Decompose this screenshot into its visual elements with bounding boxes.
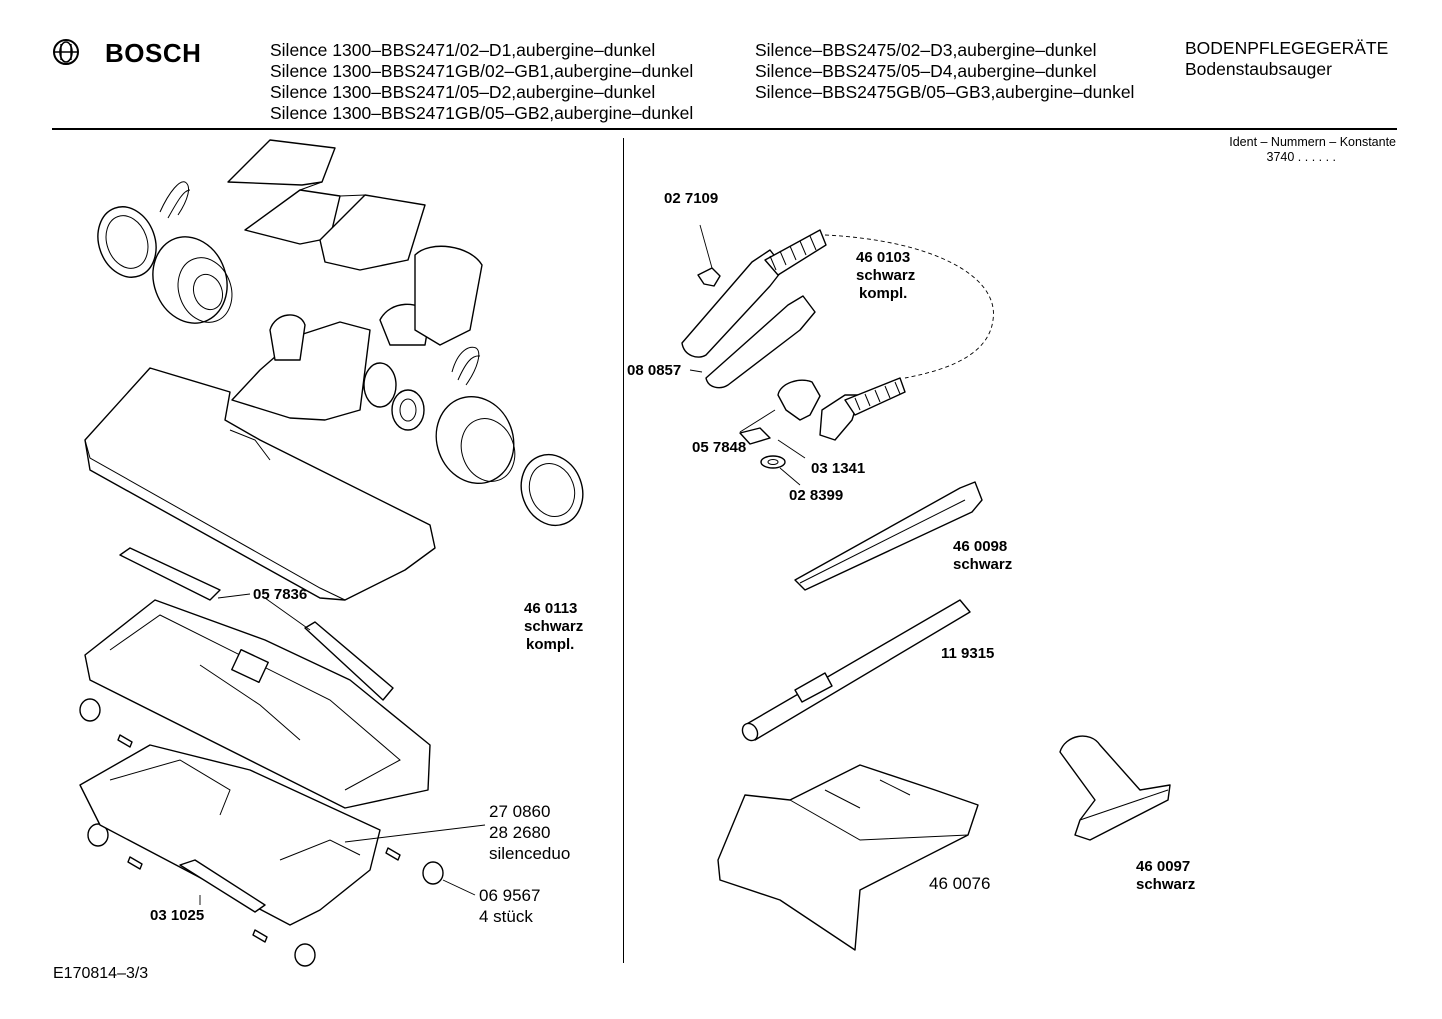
part-color-460098: schwarz xyxy=(953,556,1012,573)
part-number-460098: 46 0098 xyxy=(953,538,1007,555)
part-number-027109: 02 7109 xyxy=(664,190,718,207)
part-number-460076: 46 0076 xyxy=(929,874,990,893)
model-line: Silence–BBS2475GB/05–GB3,aubergine–dunke… xyxy=(755,82,1135,102)
part-number-460103: 46 0103 xyxy=(856,249,910,266)
bottom-plate-part xyxy=(79,744,381,926)
model-line: Silence 1300–BBS2471/02–D1,aubergine–dun… xyxy=(270,40,656,60)
part-number-031341: 03 1341 xyxy=(811,460,865,477)
header-rule xyxy=(52,128,1397,130)
model-line: Silence 1300–BBS2471/05–D2,aubergine–dun… xyxy=(270,82,656,102)
accessory-holder-part xyxy=(717,764,979,951)
model-line: Silence 1300–BBS2471GB/05–GB2,aubergine–… xyxy=(270,103,694,123)
category-subtitle: Bodenstaubsauger xyxy=(1185,59,1332,79)
part-quantity-069567: 4 stück xyxy=(479,907,533,926)
part-number-057836: 05 7836 xyxy=(253,586,307,603)
part-number-028399: 02 8399 xyxy=(789,487,843,504)
part-number-031025: 03 1025 xyxy=(150,907,204,924)
brand-name: BOSCH xyxy=(105,38,202,68)
part-number-057848: 05 7848 xyxy=(692,439,746,456)
model-line: Silence–BBS2475/02–D3,aubergine–dunkel xyxy=(755,40,1097,60)
part-color-460097: schwarz xyxy=(1136,876,1195,893)
clip-part xyxy=(159,181,481,386)
upholstery-tool-part xyxy=(1059,735,1171,841)
part-number-460097: 46 0097 xyxy=(1136,858,1190,875)
model-list-left: Silence 1300–BBS2471/02–D1,aubergine–dun… xyxy=(270,40,693,124)
ident-block: Ident – Nummern – Konstante 3740 . . . .… xyxy=(1100,135,1396,165)
nozzle-cover-part xyxy=(84,367,436,601)
drawing-code: E170814–3/3 xyxy=(53,965,149,982)
seal-strip-part xyxy=(119,547,394,701)
hose-clip-part xyxy=(697,267,721,287)
roller-part xyxy=(79,698,444,967)
part-number-270860: 27 0860 xyxy=(489,802,550,821)
part-number-080857: 08 0857 xyxy=(627,362,681,379)
wheel-ring-part xyxy=(97,206,233,324)
base-plate-part xyxy=(84,599,431,809)
part-number-460113: 46 0113 xyxy=(524,600,577,617)
ident-label: Ident – Nummern – Konstante xyxy=(1229,135,1396,149)
part-number-119315: 11 9315 xyxy=(941,645,994,662)
wheel-ring-part xyxy=(435,395,584,527)
part-number-282680: 28 2680 xyxy=(489,823,550,842)
part-note-460113: kompl. xyxy=(526,636,574,653)
category-block: BODENPFLEGEGERÄTE Bodenstaubsauger xyxy=(1185,38,1388,80)
part-color-460113: schwarz xyxy=(524,618,583,635)
part-color-460103: schwarz xyxy=(856,267,915,284)
model-list-right: Silence–BBS2475/02–D3,aubergine–dunkel S… xyxy=(755,40,1134,103)
extension-tube-part xyxy=(741,599,971,742)
model-line: Silence–BBS2475/05–D4,aubergine–dunkel xyxy=(755,61,1097,81)
swivel-ring-part xyxy=(739,427,786,469)
category-title: BODENPFLEGEGERÄTE xyxy=(1185,38,1389,58)
part-note-460103: kompl. xyxy=(859,285,907,302)
nozzle-flap-part xyxy=(227,139,426,271)
bosch-armature-logo-icon xyxy=(53,39,79,65)
hose-handle-part xyxy=(681,229,827,389)
part-variant-silenceduo: silenceduo xyxy=(489,844,570,863)
crevice-tool-part xyxy=(794,481,983,591)
model-line: Silence 1300–BBS2471GB/02–GB1,aubergine–… xyxy=(270,61,694,81)
panel-divider xyxy=(623,138,624,963)
part-number-069567: 06 9567 xyxy=(479,886,540,905)
hose-elbow-part xyxy=(777,377,906,441)
swivel-housing-part xyxy=(231,245,483,431)
ident-value: 3740 . . . . . . xyxy=(1266,150,1336,164)
